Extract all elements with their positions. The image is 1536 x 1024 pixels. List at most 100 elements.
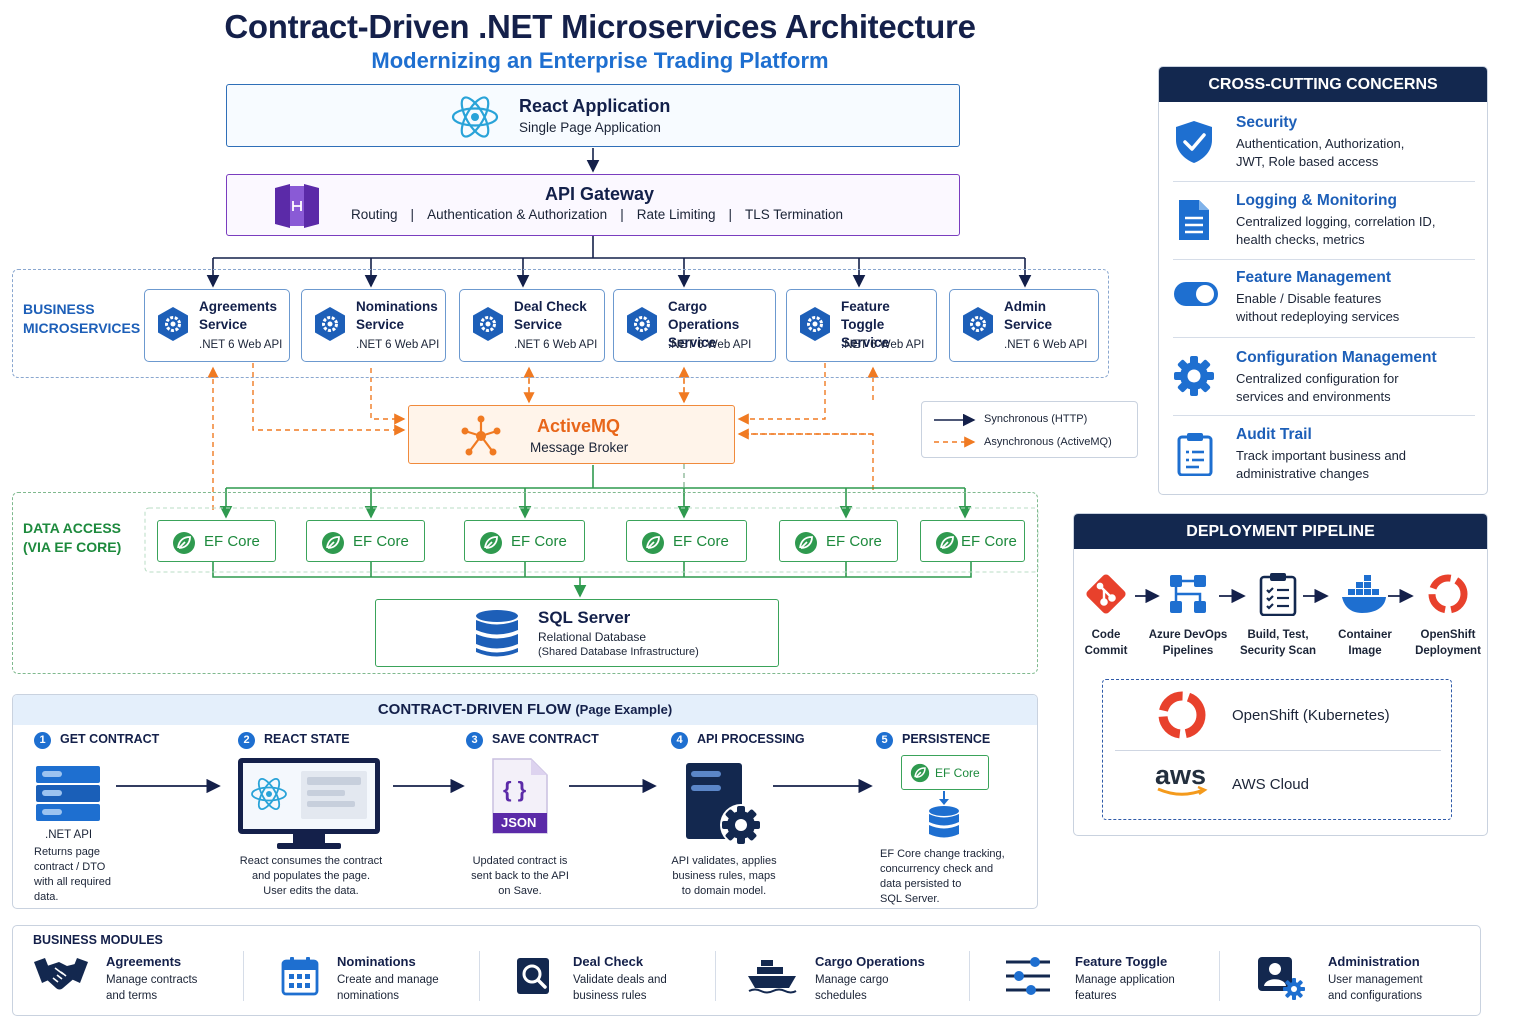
module-desc-line1: Validate deals and [573,974,667,986]
module-desc-line2: schedules [815,990,867,1002]
flow-ef-core-box: EF Core [901,755,989,790]
concern-desc-line1: Enable / Disable features [1236,291,1382,306]
flow-step-title: GET CONTRACT [60,732,160,746]
aws-logo: aws [1155,762,1209,798]
service-name-line2: Service [1004,317,1053,332]
pipeline-step-label-line1: Container [1338,629,1392,641]
flow-step-desc-line: Returns page [34,846,101,858]
activemq-title: ActiveMQ [537,416,621,436]
service-name-line2: Service [356,317,405,332]
step-number-badge: 3 [466,732,483,749]
gateway-features: Routing | Authentication & Authorization… [351,207,843,222]
ef-core-box[interactable]: EF Core [626,520,747,562]
ef-core-box[interactable]: EF Core [306,520,425,562]
target-aws-label: AWS Cloud [1232,776,1309,793]
json-glyph: { } [503,777,527,802]
ef-core-box[interactable]: EF Core [157,520,276,562]
gateway-feature-separator: | [728,207,733,222]
gateway-feature-auth: Authentication & Authorization [427,207,608,222]
cross-cutting-header: CROSS-CUTTING CONCERNS [1159,67,1487,102]
activemq-box[interactable]: ActiveMQ Message Broker [408,405,735,464]
concern-desc-line1: Authentication, Authorization, [1236,136,1405,151]
service-name-line1: Agreements [199,299,278,314]
pipeline-step-build-test[interactable]: Build, Test,Security Scan [1233,572,1323,659]
ef-core-label: EF Core [826,533,882,550]
react-app-title: React Application [519,96,671,116]
api-gateway-title: API Gateway [545,184,655,204]
concern-desc-line2: JWT, Role based access [1236,154,1379,169]
service-name-line2: Service [514,317,563,332]
concern-audit-trail[interactable]: Audit Trail Track important business and… [1173,426,1475,503]
legend: Synchronous (HTTP) Asynchronous (ActiveM… [921,401,1138,458]
service-tech: .NET 6 Web API [668,339,752,351]
aws-logo-text: aws [1155,760,1207,790]
flow-step-desc-line: Updated contract is [472,855,568,867]
service-tech: .NET 6 Web API [1004,339,1088,351]
module-desc-line1: Manage application [1075,974,1175,986]
react-application-box[interactable]: React Application Single Page Applicatio… [226,84,960,147]
business-microservices-region [12,269,1109,378]
page-subtitle: Modernizing an Enterprise Trading Platfo… [371,48,829,73]
pipeline-step-label-line1: Azure DevOps [1148,629,1228,641]
pipeline-step-label-line2: Pipelines [1162,645,1214,657]
sql-server-box[interactable]: SQL Server Relational Database (Shared D… [375,599,779,667]
leaf-icon [910,763,930,783]
module-desc-line1: Manage contracts [106,974,198,986]
deployment-header: DEPLOYMENT PIPELINE [1074,514,1487,549]
module-desc-line1: User management [1328,974,1423,986]
ef-core-box[interactable]: EF Core [779,520,898,562]
gateway-feature-separator: | [410,207,415,222]
concern-desc-line1: Track important business and [1236,448,1407,463]
business-modules-panel: BUSINESS MODULES Agreements Manage contr… [12,925,1481,1016]
ship-icon [747,956,797,994]
step-number-badge: 1 [34,732,51,749]
step-number-badge: 5 [876,732,893,749]
concern-logging-monitoring[interactable]: Logging & Monitoring Centralized logging… [1173,192,1475,269]
concern-title: Logging & Monitoring [1236,192,1397,209]
service-name-line2: Service [668,335,717,350]
concern-desc-line2: health checks, metrics [1236,232,1365,247]
ef-core-box[interactable]: EF Core [920,520,1025,562]
concern-security[interactable]: Security Authentication, Authorization,J… [1173,114,1475,191]
flow-step-title: REACT STATE [264,732,350,746]
legend-arrows [934,414,976,448]
concern-feature-management[interactable]: Feature Management Enable / Disable feat… [1173,269,1475,346]
flow-step-desc-line: on Save. [498,885,542,897]
gateway-feature-tls: TLS Termination [745,207,844,222]
module-desc-line2: and configurations [1328,990,1422,1002]
ef-core-box[interactable]: EF Core [464,520,585,562]
target-openshift-label: OpenShift (Kubernetes) [1232,707,1390,724]
service-name-line1: Deal Check [514,299,587,314]
service-name-line1: Nominations [356,299,438,314]
api-gateway-box[interactable]: API Gateway Routing | Authentication & A… [226,174,960,236]
concern-configuration-management[interactable]: Configuration Management Centralized con… [1173,349,1475,426]
activemq-subtitle: Message Broker [530,440,629,455]
microservices-label: BUSINESS MICROSERVICES [23,300,140,338]
